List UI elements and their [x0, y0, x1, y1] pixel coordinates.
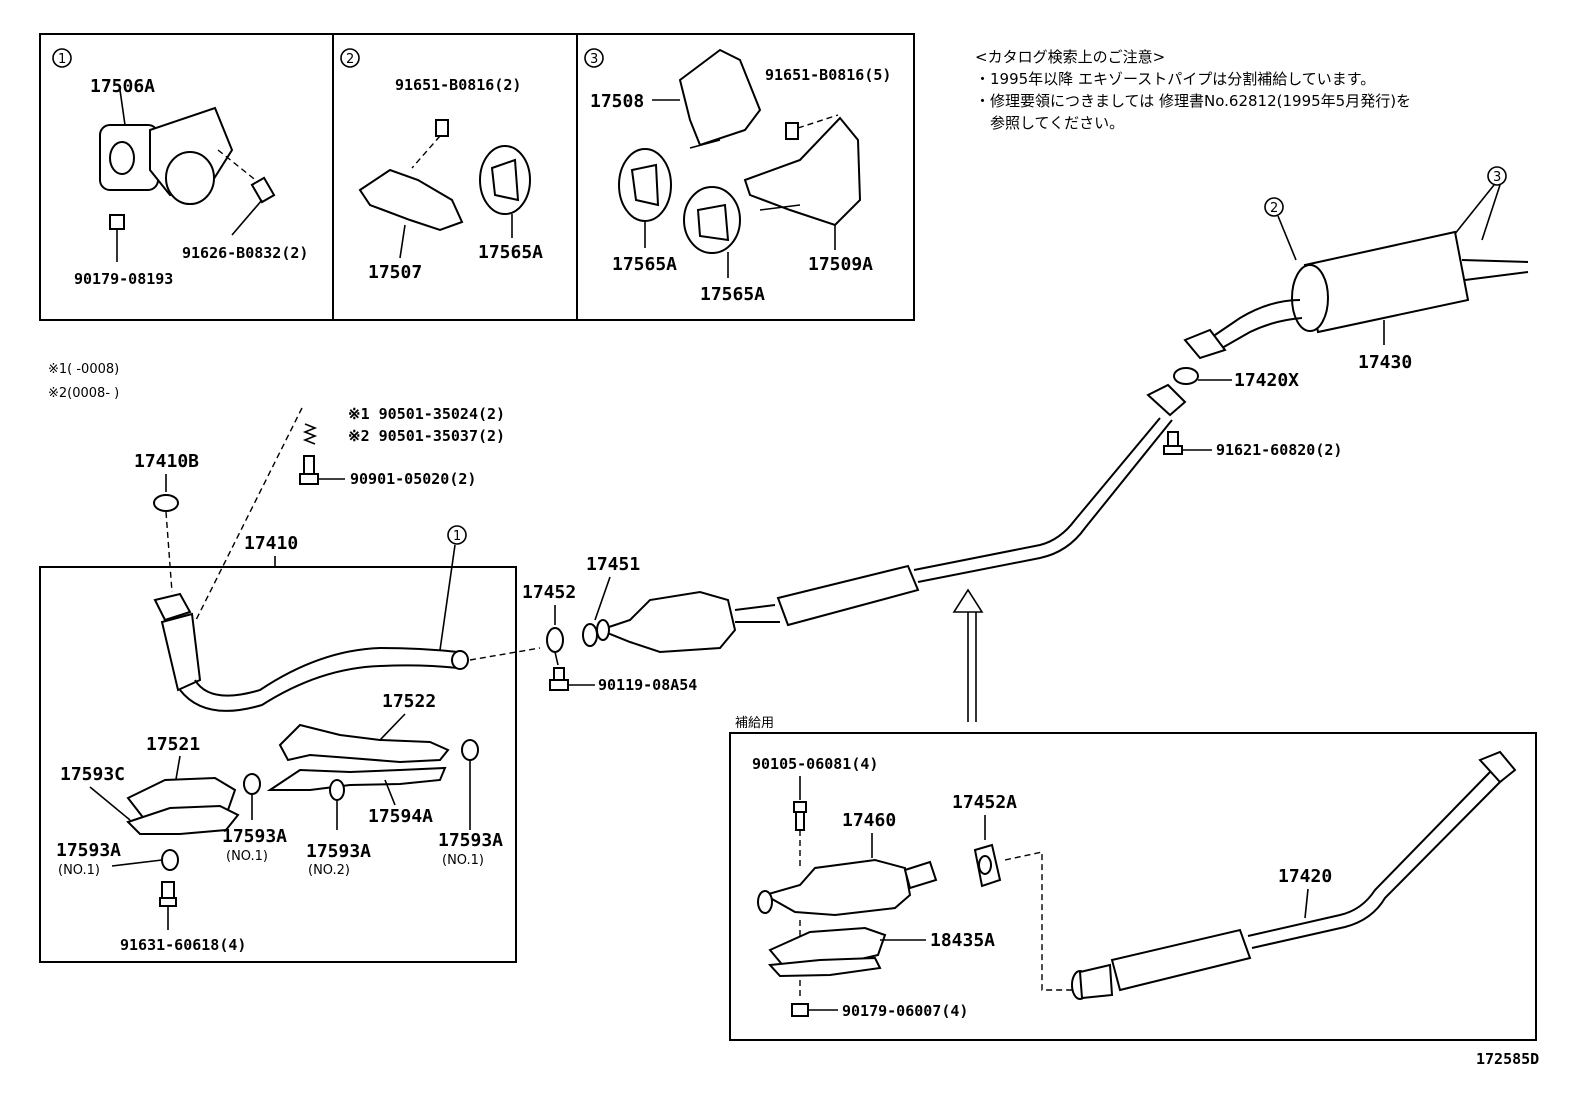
catalytic-converter-icon [596, 590, 737, 654]
clamp-17452-icon [546, 627, 564, 653]
heat-insulator-17521-icon [126, 776, 240, 835]
center-pipe-icon [734, 383, 1187, 627]
bolt-box3-icon [785, 114, 839, 140]
notes-line-1: ・1995年以降 エキゾーストパイプは分割補給しています。 [975, 70, 1375, 88]
converter-17460-icon [757, 858, 938, 917]
rubber-mount-b-icon [683, 186, 741, 278]
catalog-notes: <カタログ検索上のご注意> ・1995年以降 エキゾーストパイプは分割補給してい… [975, 48, 1411, 132]
bolt-90119-icon [549, 667, 595, 691]
gasket-17410B-icon [153, 494, 179, 512]
bracket-17509A-icon [743, 116, 862, 250]
heat-insulator-17522-icon [266, 723, 450, 791]
label-spring-2[interactable]: ※2 90501-35037(2) [348, 427, 505, 445]
label-91626-B0832[interactable]: 91626-B0832(2) [182, 244, 308, 262]
label-17593A-a[interactable]: 17593A [222, 826, 287, 847]
label-90179-08193[interactable]: 90179-08193 [74, 270, 173, 288]
rubber-mount-17565A-icon [479, 145, 531, 238]
notes-line-3: 参照してください。 [990, 114, 1124, 132]
clamp-17452A-icon [973, 843, 1002, 888]
label-17410B[interactable]: 17410B [134, 451, 199, 472]
label-90119-08A54[interactable]: 90119-08A54 [598, 676, 697, 694]
label-17521[interactable]: 17521 [146, 734, 200, 755]
exhaust-pipe-17420-icon [1071, 750, 1517, 1000]
inset-box-3: 3 17508 91651-B0816(5) 17509A 17565A [576, 33, 915, 321]
circle-ref-1: 1 [453, 529, 461, 544]
label-17506A[interactable]: 17506A [90, 76, 155, 97]
nut-icon [109, 214, 125, 262]
heat-insulator-18435A-icon [767, 926, 887, 978]
bracket-17507-icon [358, 119, 464, 259]
label-17593A-b[interactable]: 17593A [306, 841, 371, 862]
front-pipe-17410-icon [153, 592, 469, 712]
label-91631-60618[interactable]: 91631-60618(4) [120, 936, 246, 954]
label-18435A[interactable]: 18435A [930, 930, 995, 951]
diagram-code: 172585D [1476, 1050, 1539, 1068]
label-90901-05020[interactable]: 90901-05020(2) [350, 470, 476, 488]
gasket-17420X-icon [1173, 367, 1199, 385]
label-17565A-box3b[interactable]: 17565A [700, 284, 765, 305]
clamp-17593A-d-icon [161, 849, 179, 871]
label-17430[interactable]: 17430 [1358, 352, 1412, 373]
up-arrow-icon [952, 588, 984, 722]
hanger-17506A-icon [99, 89, 234, 205]
label-spring-1[interactable]: ※1 90501-35024(2) [348, 405, 505, 423]
circle-num-3: 3 [590, 52, 598, 67]
legend-2: ※2(0008- ) [48, 386, 119, 401]
label-17420[interactable]: 17420 [1278, 866, 1332, 887]
label-17452A[interactable]: 17452A [952, 792, 1017, 813]
label-91651-B0816-5[interactable]: 91651-B0816(5) [765, 66, 891, 84]
label-17565A-box3a[interactable]: 17565A [612, 254, 677, 275]
label-17565A-box2[interactable]: 17565A [478, 242, 543, 263]
bolt-icon [217, 149, 276, 236]
supply-label: 補給用 [735, 716, 774, 731]
label-no1-c: (NO.1) [442, 853, 484, 868]
nut-90179-icon [791, 1003, 838, 1017]
label-17452[interactable]: 17452 [522, 582, 576, 603]
circle-ref-2: 2 [1270, 201, 1278, 216]
label-17507[interactable]: 17507 [368, 262, 422, 283]
label-91651-B0816-2[interactable]: 91651-B0816(2) [395, 76, 521, 94]
label-no2: (NO.2) [308, 863, 350, 878]
label-17420X[interactable]: 17420X [1234, 370, 1299, 391]
label-90105-06081[interactable]: 90105-06081(4) [752, 755, 878, 773]
inset-box-1: 1 17506A 91626-B0832(2) 90179-08193 [39, 33, 334, 321]
label-no1-d: (NO.1) [58, 863, 100, 878]
bracket-17508-icon [678, 48, 762, 149]
notes-header: <カタログ検索上のご注意> [975, 48, 1165, 66]
inset-box-2: 2 91651-B0816(2) 17507 17565A [332, 33, 578, 321]
label-17509A[interactable]: 17509A [808, 254, 873, 275]
bolt-91621-icon [1163, 431, 1212, 455]
circle-num-2: 2 [346, 52, 354, 67]
label-17593C[interactable]: 17593C [60, 764, 125, 785]
clamp-17593A-b-icon [329, 779, 345, 830]
label-91621-60820[interactable]: 91621-60820(2) [1216, 441, 1342, 459]
label-17508[interactable]: 17508 [590, 91, 644, 112]
front-pipe-group-box [39, 566, 517, 963]
gasket-17451-icon [582, 623, 598, 647]
label-17594A[interactable]: 17594A [368, 806, 433, 827]
legend-1: ※1( -0008) [48, 362, 119, 377]
label-17522[interactable]: 17522 [382, 691, 436, 712]
label-17593A-c[interactable]: 17593A [438, 830, 503, 851]
circle-num-1: 1 [58, 52, 66, 67]
clamp-17593A-c-icon [461, 739, 479, 830]
circle-ref-3: 3 [1493, 170, 1501, 185]
bolt-91631-icon [159, 881, 177, 930]
notes-line-2: ・修理要領につきましては 修理書No.62812(1995年5月発行)を [975, 92, 1411, 110]
label-90179-06007[interactable]: 90179-06007(4) [842, 1002, 968, 1020]
label-17593A-d[interactable]: 17593A [56, 840, 121, 861]
bolt-90105-icon [793, 776, 807, 870]
label-17410[interactable]: 17410 [244, 533, 298, 554]
label-17460[interactable]: 17460 [842, 810, 896, 831]
muffler-17430-icon [1183, 230, 1529, 360]
supply-group-box [729, 732, 1537, 1041]
label-no1-a: (NO.1) [226, 849, 268, 864]
clamp-17593A-a-icon [243, 773, 261, 820]
rubber-mount-a-icon [618, 148, 672, 248]
bolt-90901-icon [299, 455, 345, 485]
label-17451[interactable]: 17451 [586, 554, 640, 575]
spring-icon [302, 423, 318, 445]
